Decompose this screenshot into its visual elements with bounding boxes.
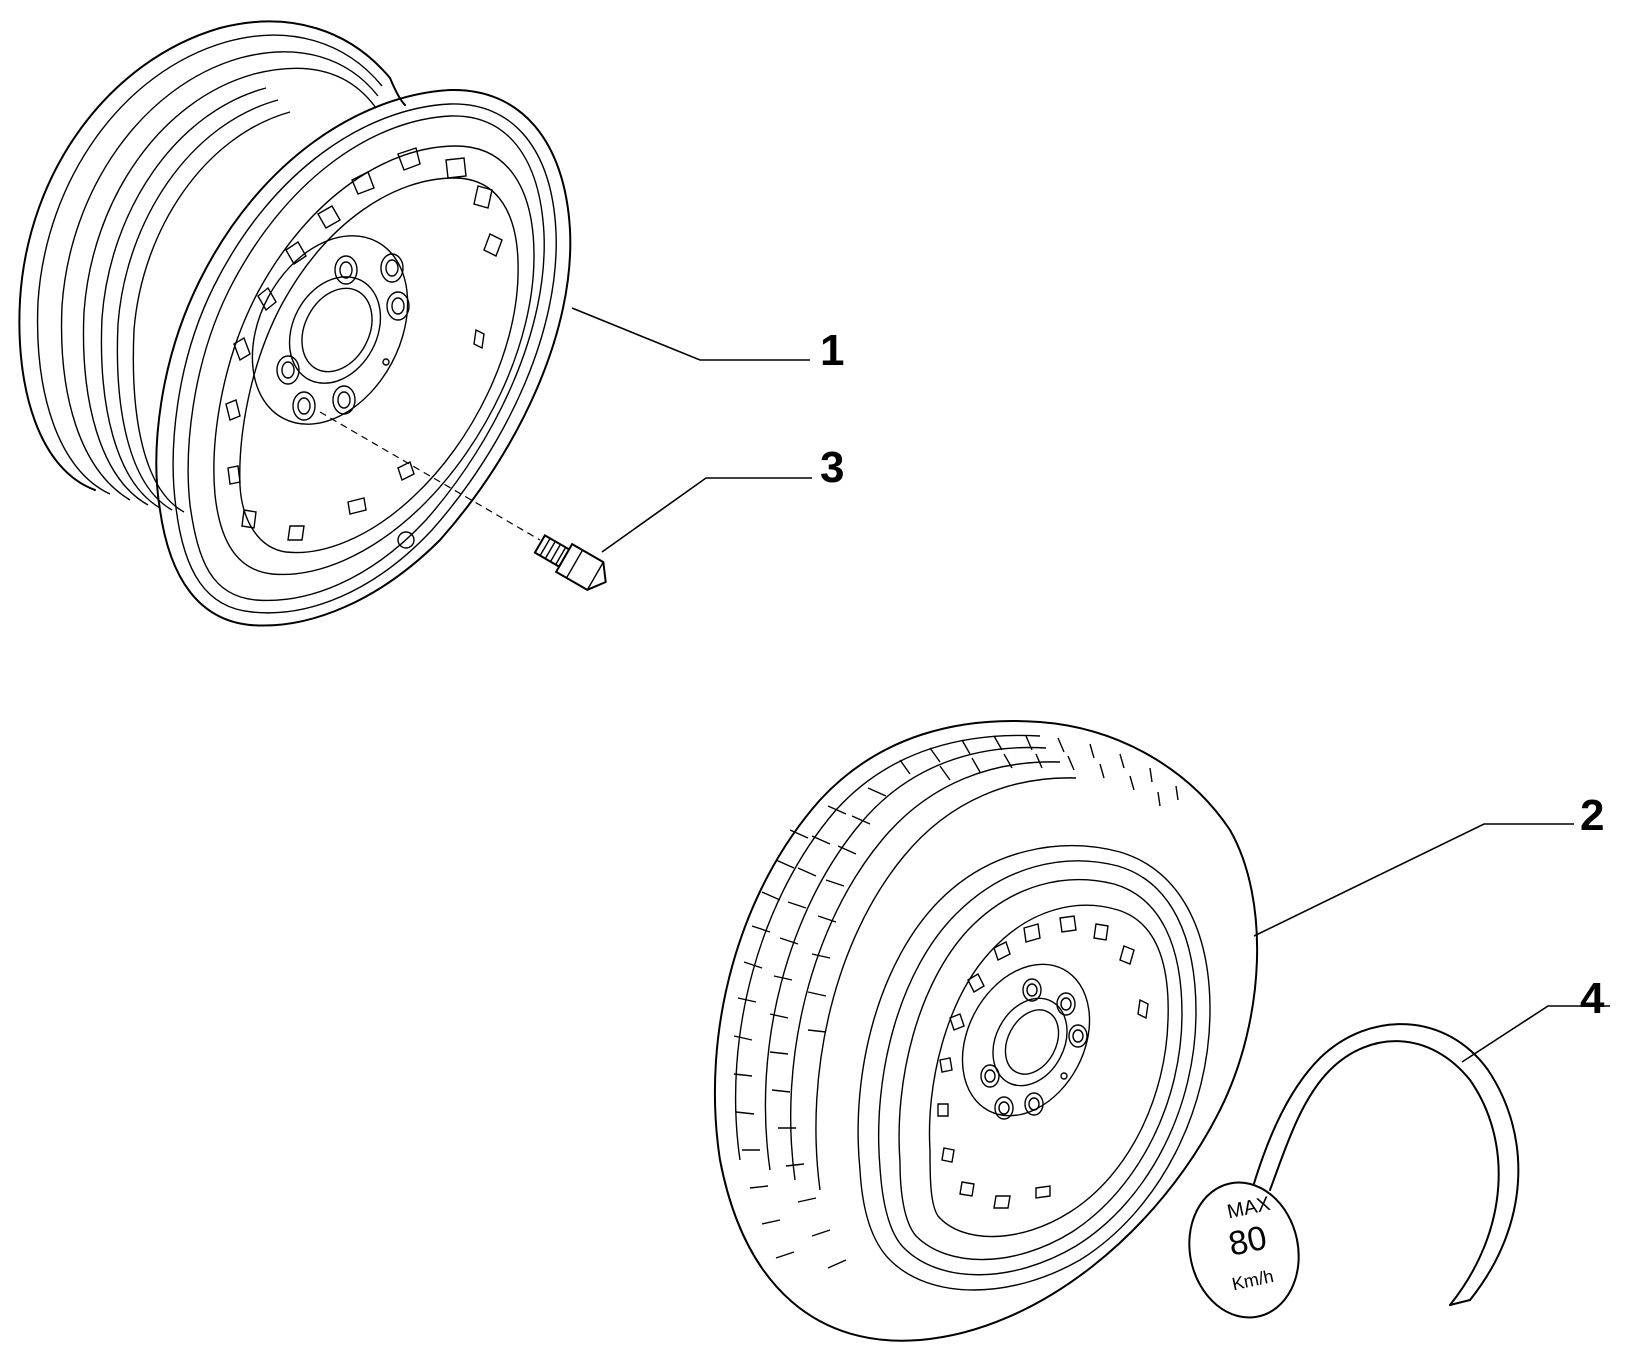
tyre-tread-blocks: [733, 735, 1179, 1269]
leader-lines: [571, 307, 1610, 1063]
steel-rim: [18, 20, 572, 627]
rim-bolt-holes: [276, 253, 410, 421]
leader-3: [601, 477, 812, 553]
callout-2: 2: [1580, 791, 1604, 840]
leader-1: [571, 307, 810, 361]
wheel-bolt-holes: [980, 978, 1088, 1120]
speed-limit-tag: MAX 80 Km/h: [1188, 1023, 1520, 1319]
wheel-bolt: [319, 411, 607, 591]
callout-3: 3: [820, 443, 844, 492]
callout-4: 4: [1580, 974, 1605, 1023]
tag-speed-value: 80: [1225, 1219, 1270, 1264]
complete-wheel: [713, 719, 1259, 1342]
rim-vent-slots: [225, 147, 503, 541]
wheel-vent-slots: [937, 915, 1149, 1209]
leader-4: [1461, 1005, 1610, 1063]
leader-2: [1253, 823, 1574, 937]
callout-1: 1: [820, 326, 844, 375]
